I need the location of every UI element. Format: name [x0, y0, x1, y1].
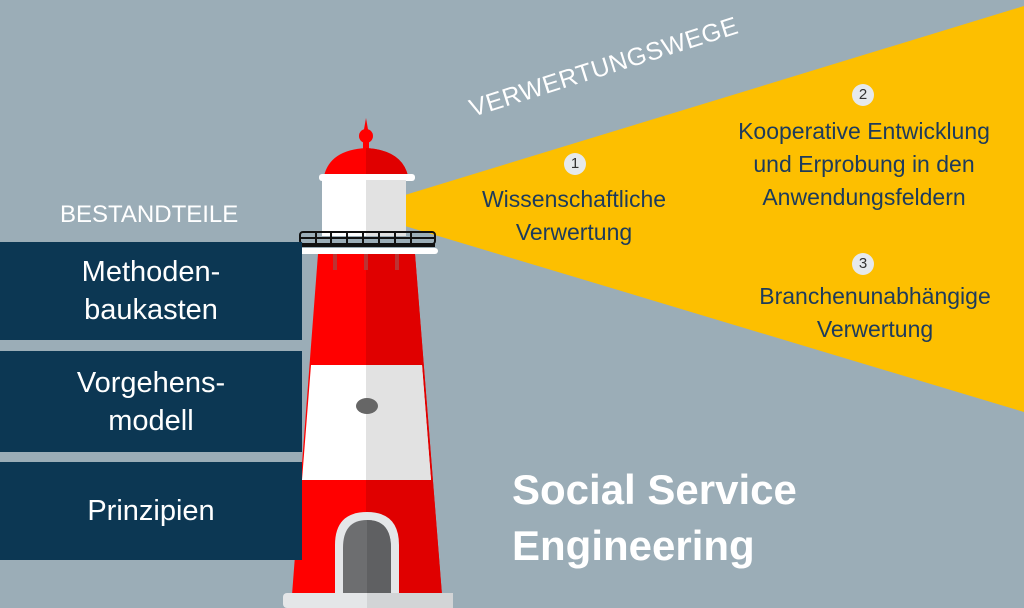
tower-bracket	[395, 254, 399, 270]
lantern-cap	[319, 174, 415, 181]
lighthouse-dome-shade	[366, 148, 408, 176]
components-heading: BESTANDTEILE	[60, 201, 239, 228]
component-prinzipien: Prinzipien	[0, 462, 302, 560]
component-vorgehensmodell: Vorgehens- modell	[0, 351, 302, 452]
lighthouse-spire-stem	[363, 136, 369, 150]
path-label-2: Kooperative Entwicklung und Erprobung in…	[738, 118, 990, 210]
lighthouse-door-shade	[367, 520, 391, 597]
lighthouse-base-shade	[367, 593, 453, 608]
tower-white-band-shade	[366, 365, 431, 480]
main-title: Social Service Engineering	[512, 466, 797, 569]
railing-base	[300, 243, 435, 247]
component-methodenbaukasten: Methoden- baukasten	[0, 242, 302, 340]
lantern-room	[322, 180, 366, 236]
path-number-1: 1	[564, 153, 586, 175]
lantern-room-shade	[366, 180, 406, 236]
lighthouse-window	[356, 398, 378, 414]
gallery-ledge	[297, 248, 438, 254]
lighthouse-railing	[299, 231, 436, 245]
path-label-3: Branchenunabhängige Verwertung	[759, 283, 991, 342]
tower-bracket	[364, 254, 368, 270]
path-number-2: 2	[852, 84, 874, 106]
tower-bracket	[333, 254, 337, 270]
path-label-1: Wissenschaftliche Verwertung	[481, 186, 667, 245]
path-number-3: 3	[852, 253, 874, 275]
light-beam	[405, 6, 1024, 412]
